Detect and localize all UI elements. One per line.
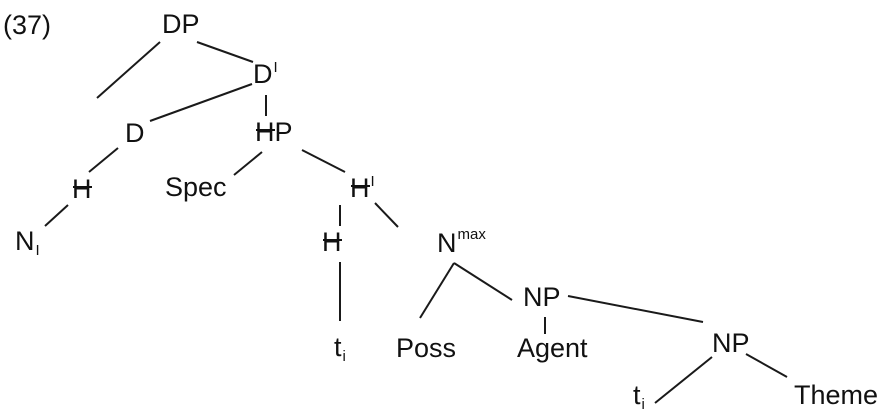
edge-dp-dbar	[196, 41, 254, 63]
node-h-bar: HI	[350, 173, 375, 203]
node-theme: Theme	[794, 380, 878, 410]
node-n-max: Nmax	[437, 226, 486, 258]
node-t-i-mid-sub: i	[343, 348, 346, 365]
edge-hp-hbar	[301, 149, 346, 173]
node-n-i-sub: I	[36, 242, 40, 259]
node-t-i-low-label: t	[633, 380, 641, 410]
edge-d-h	[88, 147, 119, 173]
node-n-max-label: N	[437, 228, 457, 258]
node-dp: DP	[162, 9, 200, 39]
node-n-max-sup: max	[458, 226, 487, 243]
edge-np-ti	[654, 356, 713, 404]
edge-hbar-nmax	[374, 202, 399, 228]
node-h-left: H	[72, 174, 92, 204]
edge-dbar-d	[149, 83, 253, 122]
node-h-bar-label: H	[350, 173, 370, 203]
node-t-i-mid-label: t	[334, 332, 342, 362]
edge-dp-left	[96, 41, 161, 99]
edge-np-theme	[745, 353, 788, 378]
node-agent: Agent	[517, 333, 588, 363]
tree-edges	[44, 41, 788, 404]
node-n-i: NI	[15, 226, 40, 259]
edge-nmax-poss	[419, 262, 455, 319]
node-np-upper: NP	[523, 282, 561, 312]
edge-np-np	[567, 295, 704, 323]
node-h-bar-sup: I	[371, 173, 375, 190]
node-poss: Poss	[396, 333, 456, 363]
edge-hp-spec	[233, 151, 263, 176]
node-hp: HP	[255, 117, 293, 147]
node-t-i-low: ti	[633, 380, 645, 413]
edge-nmax-np	[453, 262, 513, 301]
node-np-lower: NP	[712, 328, 750, 358]
node-t-i-mid: ti	[334, 332, 346, 365]
node-h-mid: H	[322, 227, 342, 257]
node-spec: Spec	[165, 172, 227, 202]
example-number: (37)	[3, 10, 51, 40]
node-d-bar-label: D	[253, 59, 273, 89]
node-n-i-label: N	[15, 226, 35, 256]
node-d-bar-sup: I	[274, 59, 278, 76]
node-d-bar: DI	[253, 59, 278, 89]
node-t-i-low-sub: i	[642, 396, 645, 413]
edge-h-ni	[44, 204, 69, 227]
node-d: D	[125, 118, 145, 148]
